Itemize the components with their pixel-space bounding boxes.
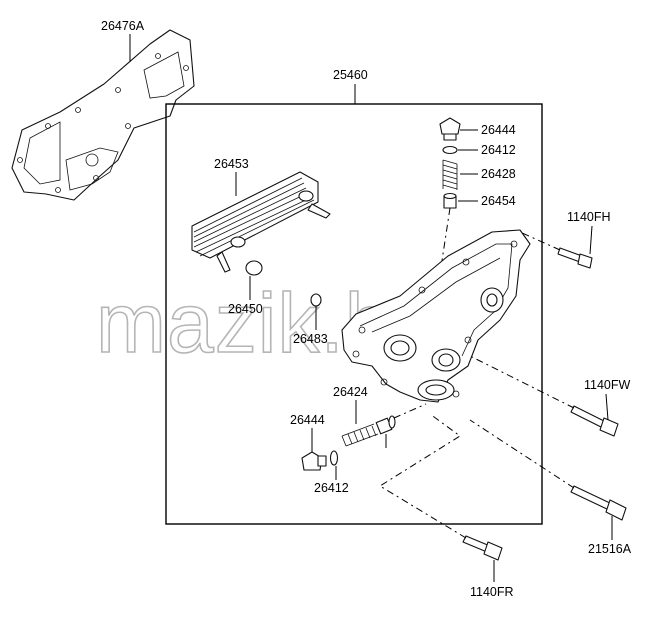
label-26450: 26450	[228, 302, 263, 316]
label-1140fh: 1140FH	[567, 210, 611, 224]
axis-line-bottom-valve	[393, 403, 427, 419]
axis-line-top-valve	[435, 207, 451, 301]
spring-26428	[442, 159, 458, 190]
label-26453: 26453	[214, 157, 249, 171]
gasket-26476a	[11, 29, 195, 201]
label-26483: 26483	[293, 332, 328, 346]
oil-filter-housing	[341, 229, 531, 403]
gasket-26412-bottom	[329, 450, 339, 466]
oil-cooler-26453	[191, 171, 331, 273]
assembly-frame	[165, 103, 543, 525]
bolt-1140fr	[462, 535, 503, 561]
bolt-21516a	[570, 485, 627, 521]
valve-26454-top	[443, 192, 457, 209]
label-26454-top: 26454	[481, 194, 516, 208]
axis-line-1140fw	[469, 355, 575, 409]
plug-26444-top	[439, 117, 461, 141]
leader-1140fw	[605, 393, 609, 421]
bolt-1140fh	[557, 247, 593, 269]
label-26476a: 26476A	[101, 19, 145, 33]
axis-line-1140fr	[379, 413, 467, 539]
label-26412-top: 26412	[481, 143, 516, 157]
label-26428: 26428	[481, 167, 516, 181]
spring-26424	[341, 423, 379, 447]
label-26424: 26424	[333, 385, 368, 399]
plug-26444-bottom	[301, 451, 327, 471]
label-21516a: 21516A	[588, 542, 632, 556]
label-26444-top: 26444	[481, 123, 516, 137]
leader-1140fh	[589, 225, 593, 255]
axis-line-21516a	[469, 419, 575, 489]
label-1140fr: 1140FR	[470, 585, 514, 599]
valve-26454-bottom	[375, 415, 396, 435]
label-1140fw: 1140FW	[584, 378, 631, 392]
gasket-26412-top	[442, 145, 458, 155]
o-ring-26483	[310, 293, 322, 307]
bolt-1140fw	[570, 405, 619, 437]
label-26412-bottom: 26412	[314, 481, 349, 495]
label-26444-bottom: 26444	[290, 413, 325, 427]
o-ring-26450	[245, 260, 263, 276]
label-25460: 25460	[333, 68, 368, 82]
axis-line-1140fh	[519, 231, 561, 251]
